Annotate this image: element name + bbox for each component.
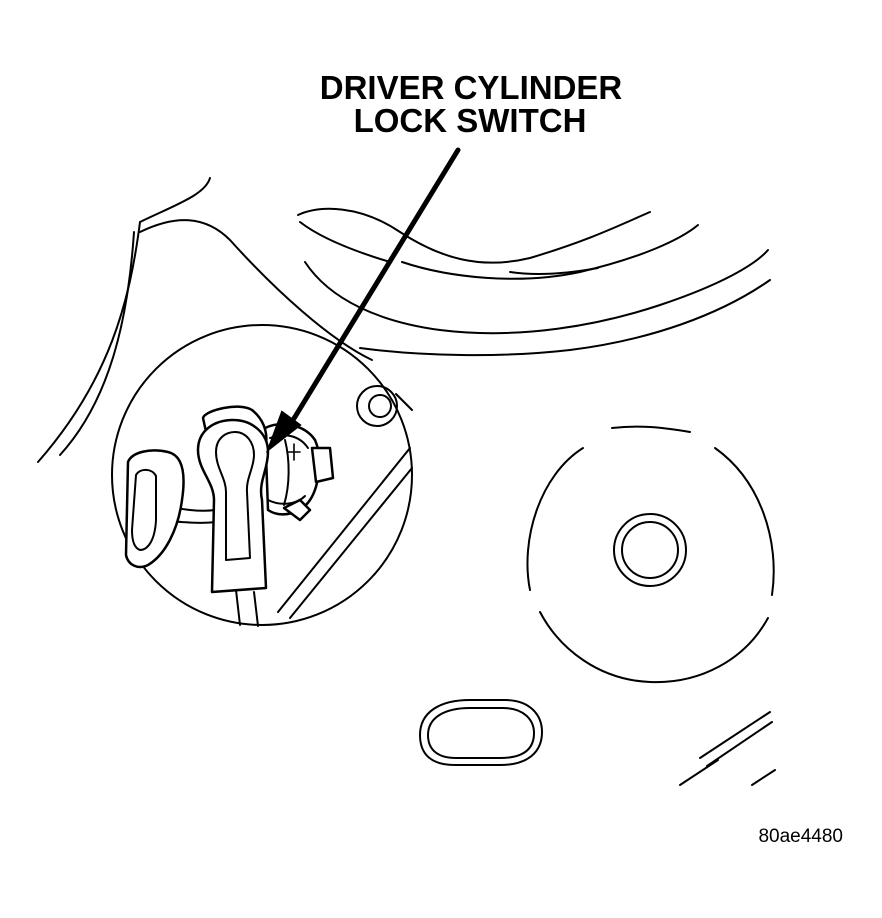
callout-label-line-1: DRIVER CYLINDER bbox=[320, 69, 623, 106]
callout-arrow bbox=[265, 147, 461, 453]
door-panel-outline bbox=[37, 177, 373, 463]
oval-access-hole bbox=[419, 699, 543, 766]
panel-bolt bbox=[356, 385, 413, 427]
speaker-cutout bbox=[526, 425, 775, 684]
retaining-clip bbox=[124, 449, 185, 569]
linkage-rods bbox=[156, 447, 413, 627]
detail-magnifier-circle bbox=[111, 324, 413, 626]
wiring-connector bbox=[196, 418, 270, 594]
callout-label-line-2: LOCK SWITCH bbox=[354, 102, 587, 139]
lower-trim-lines bbox=[679, 711, 776, 786]
trim-panel-curves bbox=[297, 207, 771, 357]
figure-reference-code: 80ae4480 bbox=[758, 826, 843, 847]
